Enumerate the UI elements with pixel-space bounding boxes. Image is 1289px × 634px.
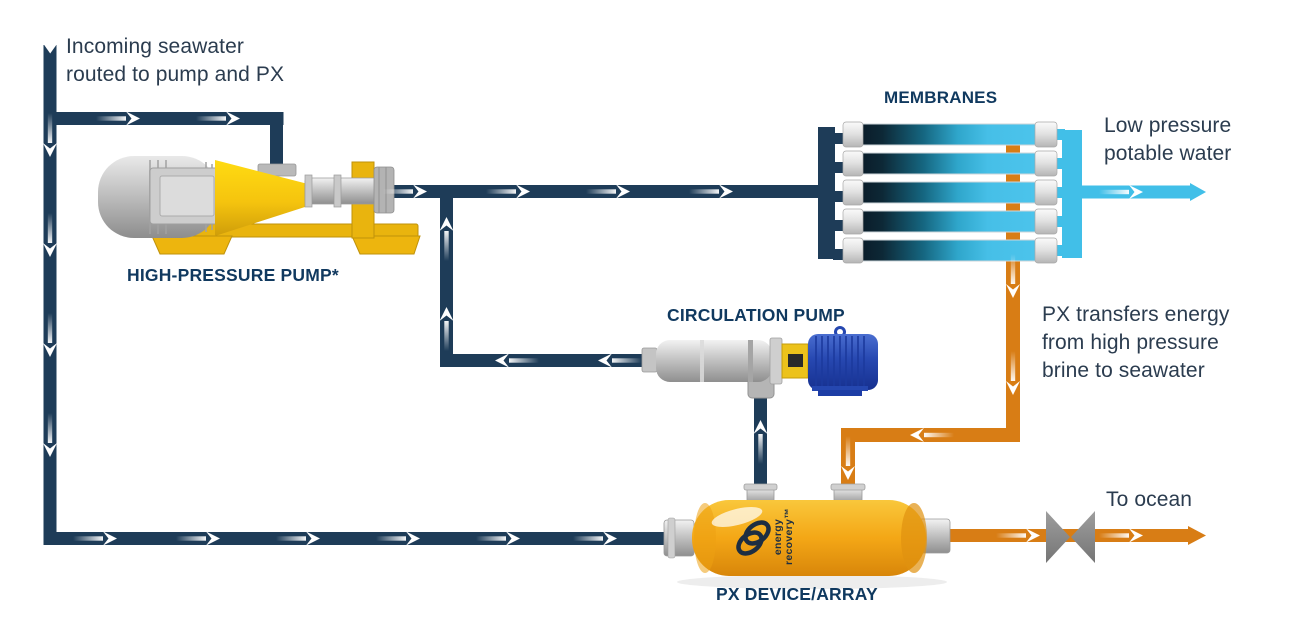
seawater-pipe-network [43, 45, 830, 545]
membrane-left-stubs [833, 133, 845, 260]
incoming-seawater-annotation: Incoming seawater routed to pump and PX [66, 35, 285, 86]
membranes-label: MEMBRANES [884, 88, 998, 107]
pump-base-left-foot [151, 235, 233, 255]
to-ocean-annotation: To ocean [1106, 488, 1193, 511]
pump-cone [215, 160, 308, 236]
circpump-barrel-band [700, 340, 704, 382]
membrane-right-stubs [1053, 129, 1065, 256]
intake-vertical-pipe [43, 45, 57, 545]
membrane-array [818, 121, 1082, 264]
circpump-left-cap [641, 347, 658, 373]
circpump-barrel [656, 340, 772, 382]
membrane-tube [842, 179, 1058, 206]
intake-pipe-top-notch [43, 44, 57, 54]
pump-base-right-foot [351, 235, 421, 255]
ocean-outfall-pipe-tip [1188, 526, 1206, 545]
px-body-left-shading [694, 503, 716, 573]
energy-recovery-rings-icon [736, 520, 771, 556]
circpump-foot [818, 390, 862, 396]
circpump-foot [812, 386, 868, 391]
pump-junction-box-plate [159, 175, 215, 217]
circulation-pump [641, 326, 878, 399]
membrane-right-manifold [1062, 130, 1082, 258]
membrane-tube [842, 237, 1058, 264]
high-pressure-pump [98, 156, 421, 255]
energy-recovery-logo-text: energy recovery™ [772, 508, 795, 565]
high-pressure-pump-label: HIGH-PRESSURE PUMP* [127, 265, 339, 285]
pump-feed-branch-pipe [43, 112, 284, 125]
discharge-valve-icon [1046, 511, 1095, 563]
pump-inlet-drop-pipe [270, 112, 283, 176]
px-body-right-shading [901, 503, 927, 573]
pump-shaft-flange [333, 174, 342, 208]
membrane-tube [842, 208, 1058, 235]
px-device-label: PX DEVICE/ARRAY [716, 584, 878, 604]
px-transfer-annotation: PX transfers energy from high pressure b… [1042, 303, 1230, 382]
circulation-pump-label: CIRCULATION PUMP [667, 305, 845, 325]
px-body-highlight [711, 507, 763, 527]
circpump-barrel-band [748, 340, 753, 382]
pump-shaft-flange [304, 174, 313, 208]
membrane-left-manifold [818, 127, 835, 259]
circpump-motor [808, 334, 878, 390]
px-device [663, 483, 951, 589]
px-feed-bottom-pipe [43, 532, 684, 545]
membrane-tube [842, 121, 1058, 148]
potable-water-annotation: Low pressure potable water [1104, 114, 1232, 165]
circpump-motor-fins [815, 336, 865, 388]
circpump-collar [769, 337, 783, 385]
potable-outlet-pipe-tip [1190, 183, 1206, 201]
circulation-riser-pipe [440, 185, 453, 367]
membrane-tubes [842, 121, 1058, 264]
px-shadow [677, 575, 947, 589]
px-body [692, 500, 926, 576]
membrane-tube [842, 150, 1058, 177]
circpump-nameplate [788, 354, 803, 367]
px-left-port [663, 517, 695, 559]
